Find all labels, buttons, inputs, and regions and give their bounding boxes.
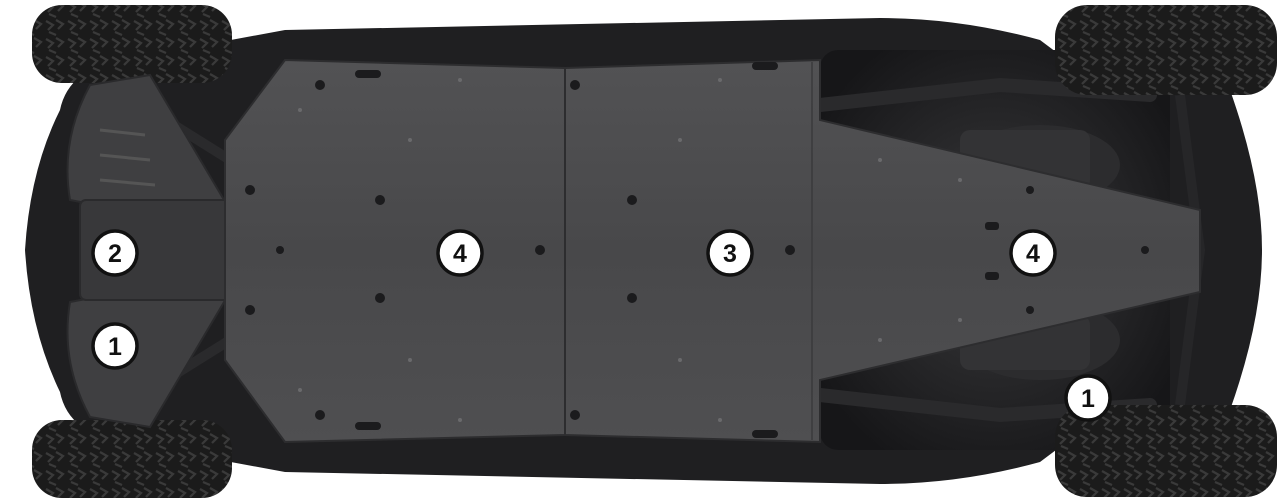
front-skid-plates [66, 73, 232, 429]
tires [32, 5, 1277, 498]
main-skid-plates [224, 58, 1201, 444]
svg-text:4: 4 [1026, 240, 1040, 268]
callout-4-front: 4 [436, 229, 484, 277]
front-floor-plate [224, 58, 566, 444]
callout-4-rear: 4 [1009, 229, 1057, 277]
svg-text:2: 2 [108, 240, 122, 268]
front-left-tire [32, 5, 232, 83]
svg-text:1: 1 [1081, 385, 1095, 413]
callout-1-front: 1 [91, 322, 139, 370]
svg-text:3: 3 [723, 240, 737, 268]
rear-left-tire [1055, 5, 1277, 95]
center-floor-plate [564, 58, 1201, 444]
front-right-tire [32, 420, 232, 498]
callout-3: 3 [706, 229, 754, 277]
callout-1-rear: 1 [1064, 374, 1112, 422]
callout-2: 2 [91, 229, 139, 277]
rear-right-tire [1055, 405, 1277, 497]
svg-text:1: 1 [108, 333, 122, 361]
svg-text:4: 4 [453, 240, 467, 268]
